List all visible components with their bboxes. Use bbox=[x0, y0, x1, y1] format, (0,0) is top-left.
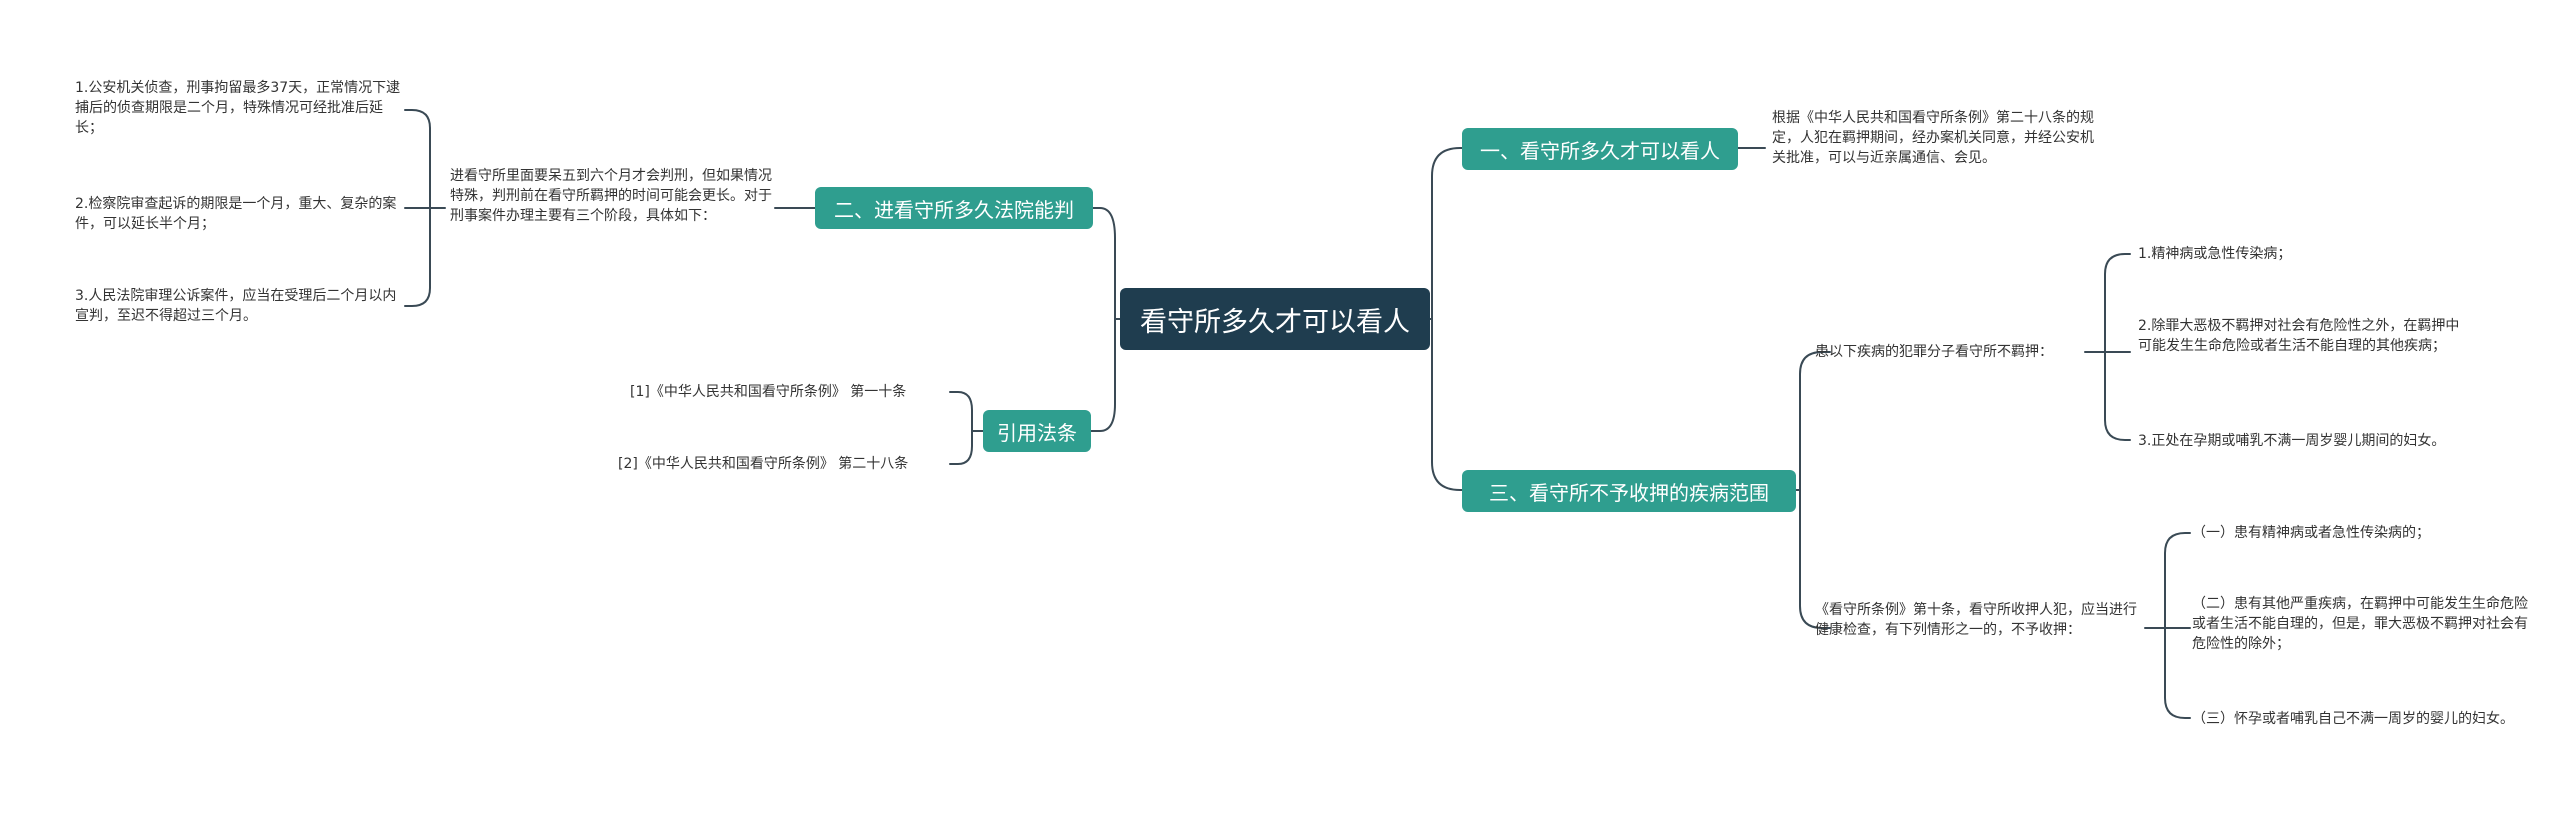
illness-group-2-item-1: （一）患有精神病或者急性传染病的； bbox=[2192, 525, 2430, 541]
court-judgment-stage-1: 1.公安机关侦查，刑事拘留最多37天，正常情况下逮捕后的侦查期限是二个月，特殊情… bbox=[75, 80, 401, 136]
court-judgment-stage-3: 3.人民法院审理公诉案件，应当在受理后二个月以内宣判，至迟不得超过三个月。 bbox=[75, 288, 397, 324]
illness-group-2-item-3: （三）怀孕或者哺乳自己不满一周岁的婴儿的妇女。 bbox=[2192, 711, 2514, 727]
illness-group-1-item-3: 3.正处在孕期或哺乳不满一周岁婴儿期间的妇女。 bbox=[2138, 433, 2446, 449]
illness-group-2: 《看守所条例》第十条，看守所收押人犯，应当进行健康检查，有下列情形之一的，不予收… bbox=[1815, 602, 2137, 638]
illness-group-1-item-2: 2.除罪大恶极不羁押对社会有危险性之外，在羁押中可能发生生命危险或者生活不能自理… bbox=[2138, 318, 2460, 354]
root-topic[interactable]: 看守所多久才可以看人 bbox=[1120, 288, 1430, 350]
branch-visit-time[interactable]: 一、看守所多久才可以看人 bbox=[1462, 128, 1738, 170]
cited-law-2: [2]《中华人民共和国看守所条例》 第二十八条 bbox=[618, 456, 909, 472]
branch-court-judgment[interactable]: 二、进看守所多久法院能判 bbox=[815, 187, 1093, 229]
court-judgment-detail: 进看守所里面要呆五到六个月才会判刑，但如果情况特殊，判刑前在看守所羁押的时间可能… bbox=[450, 168, 772, 224]
illness-group-2-item-2: （二）患有其他严重疾病，在羁押中可能发生生命危险或者生活不能自理的，但是，罪大恶… bbox=[2192, 596, 2528, 652]
branch-cited-laws[interactable]: 引用法条 bbox=[983, 410, 1091, 452]
cited-law-1: [1]《中华人民共和国看守所条例》 第一十条 bbox=[630, 384, 907, 400]
illness-group-1-item-1: 1.精神病或急性传染病； bbox=[2138, 246, 2292, 262]
branch-visit-time-detail: 根据《中华人民共和国看守所条例》第二十八条的规定，人犯在羁押期间，经办案机关同意… bbox=[1772, 110, 2094, 166]
court-judgment-stage-2: 2.检察院审查起诉的期限是一个月，重大、复杂的案件，可以延长半个月； bbox=[75, 196, 397, 232]
illness-group-1: 患以下疾病的犯罪分子看守所不羁押： bbox=[1815, 344, 2053, 360]
branch-illness-scope[interactable]: 三、看守所不予收押的疾病范围 bbox=[1462, 470, 1796, 512]
